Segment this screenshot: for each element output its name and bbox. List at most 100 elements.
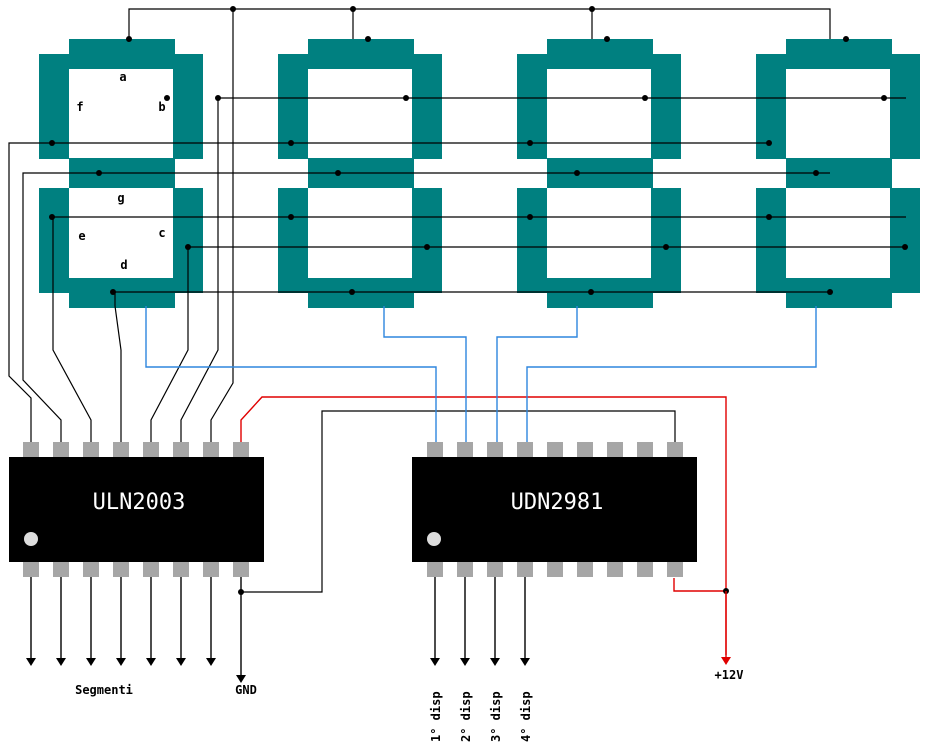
arrow-head — [146, 658, 156, 666]
wire-pin5-c — [150, 247, 189, 443]
segment-a — [69, 39, 175, 69]
junction-dot — [588, 289, 594, 295]
chip-pin — [113, 442, 129, 457]
chip-pin — [667, 442, 683, 457]
junction-dot — [288, 214, 294, 220]
chip-label-udn2981: UDN2981 — [511, 490, 604, 515]
chip-pin — [23, 442, 39, 457]
junction-dot — [126, 36, 132, 42]
junction-dot — [574, 170, 580, 176]
segment-a — [786, 39, 892, 69]
junction-dot — [164, 95, 170, 101]
segment-d — [786, 278, 892, 308]
junction-dot — [881, 95, 887, 101]
chip-pin — [23, 562, 39, 577]
chip-pin — [427, 442, 443, 457]
arrow-head — [206, 658, 216, 666]
junction-dot — [110, 289, 116, 295]
label-supply: +12V — [715, 668, 744, 682]
segment-c — [651, 188, 681, 293]
seven-segment-displays — [39, 39, 920, 308]
chip-pin — [607, 442, 623, 457]
chip-pin — [457, 562, 473, 577]
wire-anode-3 — [496, 306, 578, 443]
segment-d — [308, 278, 414, 308]
chip-pin — [83, 562, 99, 577]
wire-anode-2 — [383, 306, 467, 443]
chip-pin — [143, 442, 159, 457]
chip-uln2003: ULN2003 — [9, 457, 264, 562]
label-segment-d: d — [120, 258, 127, 272]
digit-1 — [39, 39, 203, 308]
segment-b — [173, 54, 203, 159]
junction-dot — [96, 170, 102, 176]
chip-pin — [547, 562, 563, 577]
wire-supply-bottom — [673, 578, 726, 592]
junction-dot — [424, 244, 430, 250]
segment-e — [278, 188, 308, 293]
junction-dot — [230, 6, 236, 12]
segment-d — [547, 278, 653, 308]
arrow-head — [86, 658, 96, 666]
chip-label-uln2003: ULN2003 — [93, 490, 186, 515]
segment-b — [651, 54, 681, 159]
chip-pin — [173, 442, 189, 457]
junction-dot — [527, 140, 533, 146]
chip-pin — [233, 562, 249, 577]
bus-segment-a — [128, 8, 831, 39]
label-gnd: GND — [235, 683, 257, 697]
junction-dot — [49, 140, 55, 146]
chip-body — [412, 457, 697, 562]
segment-c — [890, 188, 920, 293]
label-disp-4: 4° disp — [519, 691, 533, 742]
segment-c — [412, 188, 442, 293]
junction-dot — [604, 36, 610, 42]
label-segment-a: a — [119, 70, 126, 84]
wire-pin7-a — [210, 9, 234, 443]
arrow-head — [490, 658, 500, 666]
wire-supply-top — [240, 396, 727, 655]
junction-dot — [843, 36, 849, 42]
chip-udn2981: UDN2981 — [412, 457, 697, 562]
junction-dot — [335, 170, 341, 176]
wire-pin3-e — [52, 217, 92, 443]
pin1-marker — [24, 532, 38, 546]
chip-pin — [577, 562, 593, 577]
wire-anode-4 — [526, 306, 817, 443]
chip-pin — [487, 442, 503, 457]
label-disp-1: 1° disp — [429, 691, 443, 742]
chip-pin — [637, 562, 653, 577]
wiring — [8, 8, 906, 655]
arrow-head — [721, 657, 731, 665]
label-segments: Segmenti — [75, 683, 133, 697]
segment-e — [756, 188, 786, 293]
chip-pin — [233, 442, 249, 457]
junction-dot — [663, 244, 669, 250]
segment-a — [547, 39, 653, 69]
wire-pin4-d — [114, 292, 122, 443]
label-segment-e: e — [78, 229, 85, 243]
chip-body — [9, 457, 264, 562]
arrow-head — [56, 658, 66, 666]
chip-pin — [143, 562, 159, 577]
chip-pin — [517, 562, 533, 577]
junction-dot — [766, 214, 772, 220]
junction-dot — [642, 95, 648, 101]
arrow-head — [236, 675, 246, 683]
chip-pin — [53, 562, 69, 577]
segment-b — [890, 54, 920, 159]
junction-dot — [349, 289, 355, 295]
wire-pin2-g — [22, 172, 99, 443]
junction-dot — [902, 244, 908, 250]
segment-b — [412, 54, 442, 159]
segment-e — [39, 188, 69, 293]
segment-a — [308, 39, 414, 69]
chip-pin — [203, 442, 219, 457]
chip-pin — [607, 562, 623, 577]
junction-dot — [827, 289, 833, 295]
junction-dot — [527, 214, 533, 220]
junction-dot — [215, 95, 221, 101]
junction-dot — [185, 244, 191, 250]
chip-pin — [203, 562, 219, 577]
